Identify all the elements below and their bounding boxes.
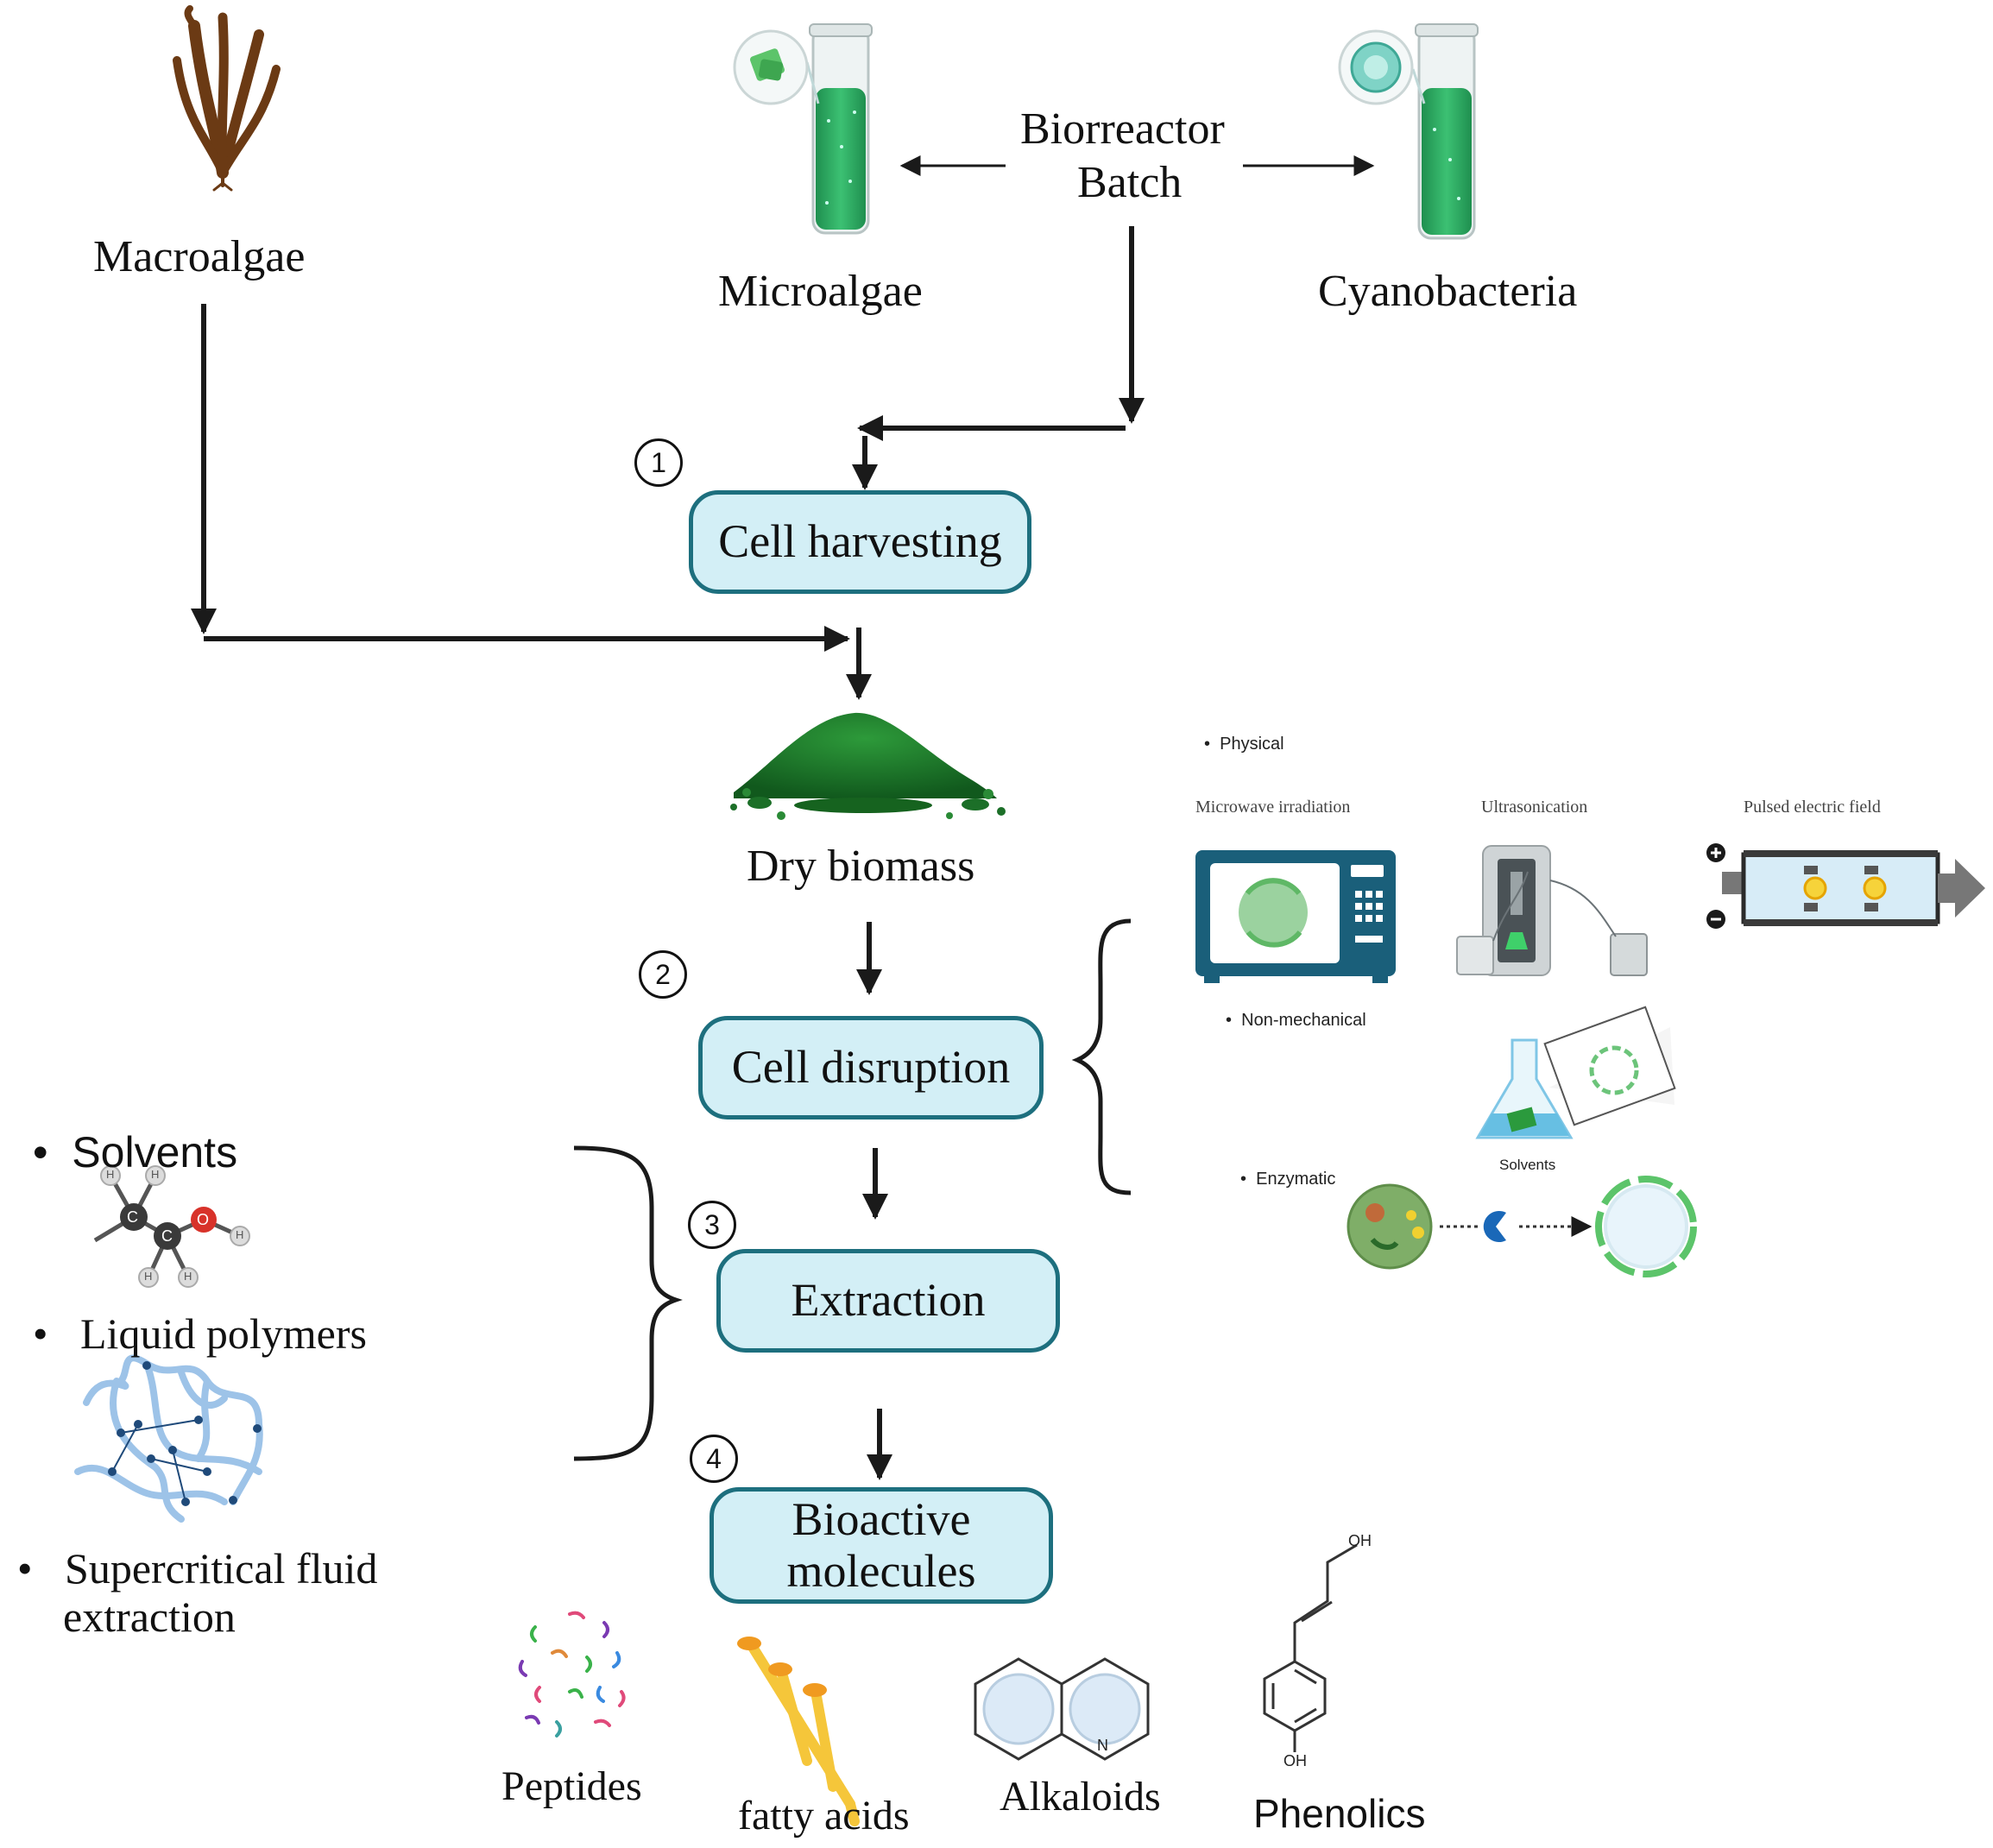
phenolic-structure-icon <box>1263 1543 1358 1752</box>
alkaloid-ring-icon <box>974 1657 1150 1761</box>
extraction-brace <box>573 1145 683 1461</box>
nitrogen-atom-label: N <box>1097 1737 1108 1754</box>
extraction-box: Extraction <box>716 1249 1060 1353</box>
fatty-acids-label: fatty acids <box>738 1793 910 1839</box>
cell-harvesting-box: Cell harvesting <box>689 490 1031 594</box>
solvents-small-label: Solvents <box>1499 1157 1556 1173</box>
fatty-acids-icon <box>737 1637 860 1826</box>
biomass-pile-icon <box>730 712 1006 820</box>
step-number-2: 2 <box>639 950 687 999</box>
supercritical-bullet: • Supercritical fluid <box>17 1544 378 1593</box>
cell-disruption-label: Cell disruption <box>731 1041 1011 1094</box>
flow-arrows <box>191 155 1375 1480</box>
peptides-icon <box>518 1611 626 1738</box>
hydrogen-atom-label-5: H <box>236 1228 244 1241</box>
microalgae-label: Microalgae <box>718 267 923 316</box>
oxygen-atom-label: O <box>197 1211 210 1228</box>
bioactive-molecules-box: Bioactive molecules <box>710 1487 1053 1604</box>
bioreactor-label: Biorreactor <box>1020 104 1225 154</box>
pulsed-electric-field-icon <box>1706 843 1985 929</box>
disruption-brace <box>1071 918 1132 1195</box>
carbon-atom-label-2: C <box>161 1227 173 1245</box>
cell-disruption-box: Cell disruption <box>698 1016 1044 1120</box>
cyanobacteria-label: Cyanobacteria <box>1318 267 1578 316</box>
solvent-flask-icon <box>1475 1006 1676 1139</box>
hydrogen-atom-label-3: H <box>144 1270 153 1283</box>
macroalgae-label: Macroalgae <box>93 232 306 281</box>
bioactive-label: Bioactive <box>792 1493 971 1546</box>
batch-label: Batch <box>1077 158 1183 207</box>
hydrogen-atom-label-4: H <box>184 1270 192 1283</box>
seaweed-icon <box>173 5 281 192</box>
enzymatic-label: • Enzymatic <box>1240 1170 1336 1189</box>
non-mechanical-label: • Non-mechanical <box>1226 1011 1366 1030</box>
hydrogen-atom-label-2: H <box>151 1168 160 1181</box>
pulsed-electric-field-label: Pulsed electric field <box>1744 798 1881 817</box>
step-number-3: 3 <box>688 1201 736 1249</box>
dry-biomass-label: Dry biomass <box>747 842 975 891</box>
physical-label: • Physical <box>1204 735 1284 754</box>
ethanol-molecule-icon <box>93 1165 250 1288</box>
step-number-1: 1 <box>634 438 683 487</box>
liquid-polymers-bullet: • Liquid polymers <box>33 1309 367 1358</box>
solvents-bullet: • Solvents <box>33 1128 238 1176</box>
step-number-4: 4 <box>690 1435 738 1483</box>
alkaloids-label: Alkaloids <box>1000 1774 1161 1820</box>
microalgae-tube-icon <box>733 23 873 235</box>
hydrogen-atom-label-1: H <box>106 1168 115 1181</box>
cell-harvesting-label: Cell harvesting <box>718 515 1002 568</box>
polymer-network-icon <box>74 1354 263 1523</box>
microwave-icon <box>1195 850 1396 983</box>
ultrasonication-label: Ultrasonication <box>1481 798 1588 817</box>
cyanobacteria-tube-icon <box>1338 23 1479 240</box>
molecules-label: molecules <box>786 1544 976 1597</box>
hydroxyl-label-top: OH <box>1348 1532 1372 1549</box>
peptides-label: Peptides <box>501 1763 642 1809</box>
extraction-label: Extraction <box>791 1274 986 1327</box>
phenolics-label: Phenolics <box>1253 1791 1426 1836</box>
hydroxyl-label-bottom: OH <box>1283 1752 1307 1769</box>
ultrasonicator-icon <box>1456 845 1648 976</box>
enzymatic-process-icon <box>1347 1176 1697 1277</box>
microwave-label: Microwave irradiation <box>1195 798 1351 817</box>
carbon-atom-label-1: C <box>127 1208 138 1226</box>
supercritical-line2: extraction <box>63 1593 236 1641</box>
